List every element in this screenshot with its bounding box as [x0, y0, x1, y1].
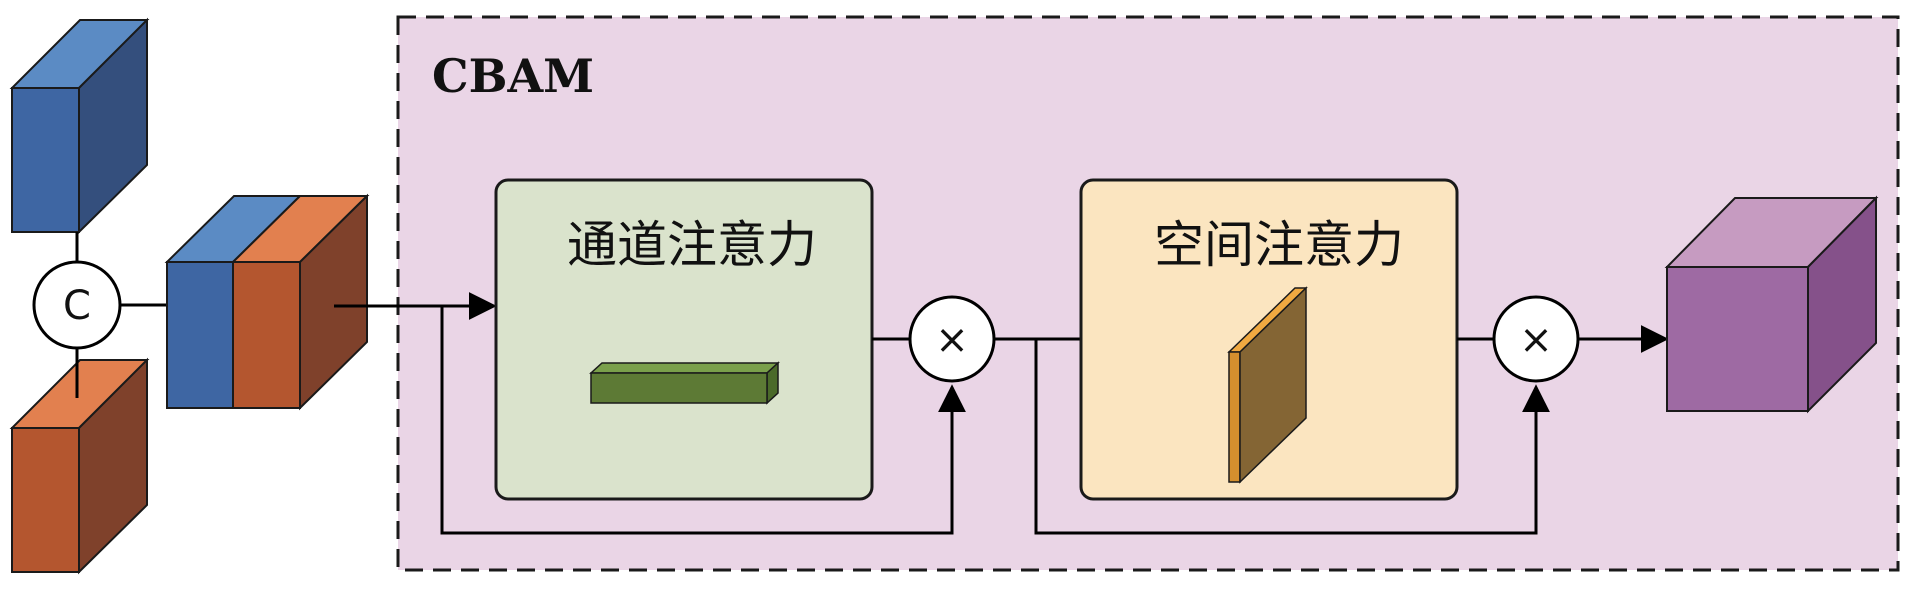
skip-connection-2 [1034, 339, 1550, 535]
input-feature-cube-blue [9, 17, 150, 235]
concat-node: C [32, 260, 122, 350]
concatenated-feature-cube [164, 193, 370, 411]
spatial-attention-map [1227, 286, 1308, 484]
channel-attention-vector [589, 361, 780, 405]
multiply-symbol-2: × [1519, 317, 1553, 363]
channel-attention-block: 通道注意力 [494, 178, 874, 501]
output-feature-cube [1664, 195, 1879, 414]
skip-connection-1 [440, 306, 966, 535]
channel-attention-label: 通道注意力 [567, 216, 817, 274]
multiply-node-1: × [908, 295, 996, 383]
cbam-title: CBAM [432, 49, 594, 103]
input-feature-cube-orange [9, 357, 150, 575]
concat-symbol: C [63, 283, 91, 329]
spatial-attention-label: 空间注意力 [1154, 216, 1404, 274]
multiply-node-2: × [1492, 295, 1580, 383]
multiply-symbol-1: × [935, 317, 969, 363]
spatial-attention-block: 空间注意力 [1079, 178, 1459, 501]
